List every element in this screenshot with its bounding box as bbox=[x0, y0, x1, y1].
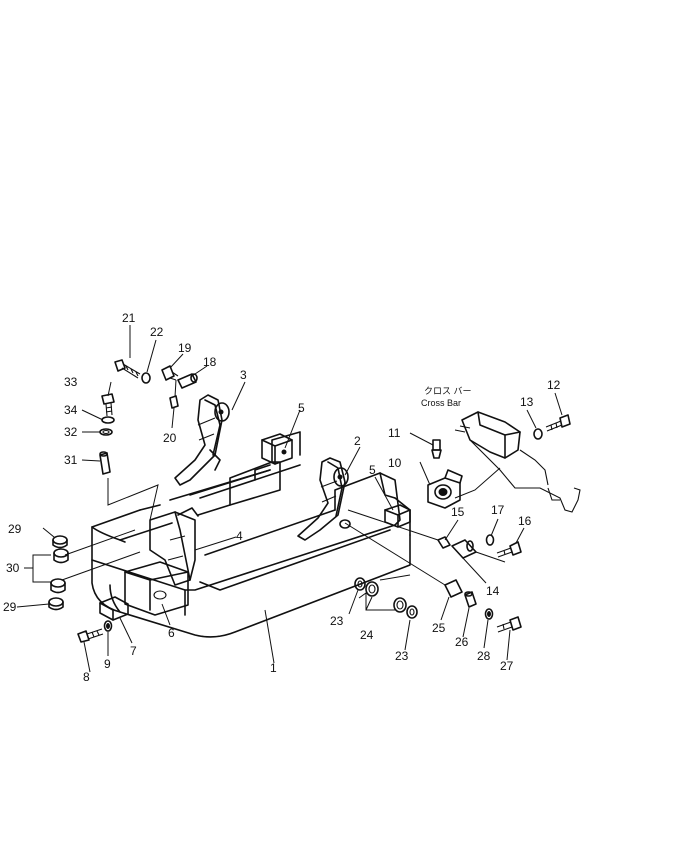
rear-support-right bbox=[297, 457, 351, 541]
callout-1: 1 bbox=[270, 661, 277, 675]
leader-lines bbox=[16, 325, 563, 673]
callout-31: 31 bbox=[64, 453, 78, 467]
rear-support-left bbox=[174, 394, 230, 486]
callout-30: 30 bbox=[6, 561, 20, 575]
bolt-33 bbox=[101, 393, 115, 417]
pin-26 bbox=[464, 591, 477, 608]
callout-8: 8 bbox=[83, 670, 90, 684]
callout-19: 19 bbox=[178, 341, 192, 355]
callout-12: 12 bbox=[547, 378, 561, 392]
callout-28: 28 bbox=[477, 649, 491, 663]
callout-7: 7 bbox=[130, 644, 137, 658]
mount-block bbox=[427, 469, 463, 509]
callout-17: 17 bbox=[491, 503, 505, 517]
callout-33: 33 bbox=[64, 375, 78, 389]
bushing-24b bbox=[393, 597, 407, 613]
callout-9: 9 bbox=[104, 657, 111, 671]
pin-15 bbox=[437, 536, 451, 549]
bushing-23b bbox=[406, 605, 418, 619]
callout-5a: 5 bbox=[298, 401, 305, 415]
bolt-8 bbox=[77, 628, 104, 643]
end-block-left bbox=[261, 433, 293, 465]
callout-29b: 29 bbox=[3, 600, 17, 614]
bushing-23a bbox=[354, 577, 366, 591]
callout-14: 14 bbox=[486, 584, 500, 598]
bolt-16 bbox=[496, 541, 522, 558]
callout-13: 13 bbox=[520, 395, 534, 409]
washer-9 bbox=[103, 620, 113, 632]
callout-4: 4 bbox=[236, 529, 243, 543]
pin-31 bbox=[99, 451, 111, 475]
bushing-24a bbox=[365, 581, 379, 597]
cross-bar-label-en: Cross Bar bbox=[421, 398, 461, 408]
bolt-12 bbox=[545, 414, 571, 432]
washer-28 bbox=[484, 608, 494, 620]
callout-2: 2 bbox=[354, 434, 361, 448]
bushing-30a bbox=[53, 548, 69, 564]
callout-23b: 23 bbox=[395, 649, 409, 663]
callout-27: 27 bbox=[500, 659, 514, 673]
callout-25: 25 bbox=[432, 621, 446, 635]
center-bracket bbox=[149, 507, 199, 586]
cross-bar bbox=[454, 411, 581, 513]
callout-15: 15 bbox=[451, 505, 465, 519]
callout-18: 18 bbox=[203, 355, 217, 369]
callout-29a: 29 bbox=[8, 522, 22, 536]
pin-25 bbox=[444, 579, 463, 598]
bushing-30b bbox=[50, 578, 66, 594]
callout-6: 6 bbox=[168, 626, 175, 640]
pin-20 bbox=[169, 395, 179, 409]
callout-32: 32 bbox=[64, 425, 78, 439]
callout-24: 24 bbox=[360, 628, 374, 642]
callout-23a: 23 bbox=[330, 614, 344, 628]
bushing-29a bbox=[52, 535, 68, 549]
pin-18 bbox=[177, 373, 198, 389]
callout-numbers: 21 22 19 18 3 5 33 34 32 31 20 2 5 11 10… bbox=[3, 311, 561, 684]
callout-11: 11 bbox=[388, 426, 401, 440]
washer-34 bbox=[101, 416, 115, 424]
bolt-21 bbox=[114, 359, 141, 379]
washer-13 bbox=[533, 428, 543, 440]
callout-20: 20 bbox=[163, 431, 177, 445]
main-frame bbox=[91, 431, 411, 638]
callout-21: 21 bbox=[122, 311, 136, 325]
bolt-19 bbox=[161, 365, 179, 381]
clamp-block bbox=[124, 561, 189, 616]
callout-22: 22 bbox=[150, 325, 164, 339]
fitting bbox=[431, 439, 442, 459]
callout-3: 3 bbox=[240, 368, 247, 382]
washer-32 bbox=[99, 428, 113, 436]
callout-5b: 5 bbox=[369, 463, 376, 477]
bushing-29b bbox=[48, 597, 64, 611]
cross-bar-label-jp: クロス バー bbox=[424, 386, 472, 396]
callout-34: 34 bbox=[64, 403, 78, 417]
pin-14 bbox=[451, 539, 477, 559]
cap-part bbox=[99, 596, 129, 621]
washer-17 bbox=[485, 534, 495, 546]
callout-26: 26 bbox=[455, 635, 469, 649]
callout-16: 16 bbox=[518, 514, 532, 528]
bolt-27 bbox=[496, 616, 522, 633]
washer-22 bbox=[141, 372, 151, 384]
callout-10: 10 bbox=[388, 456, 402, 470]
